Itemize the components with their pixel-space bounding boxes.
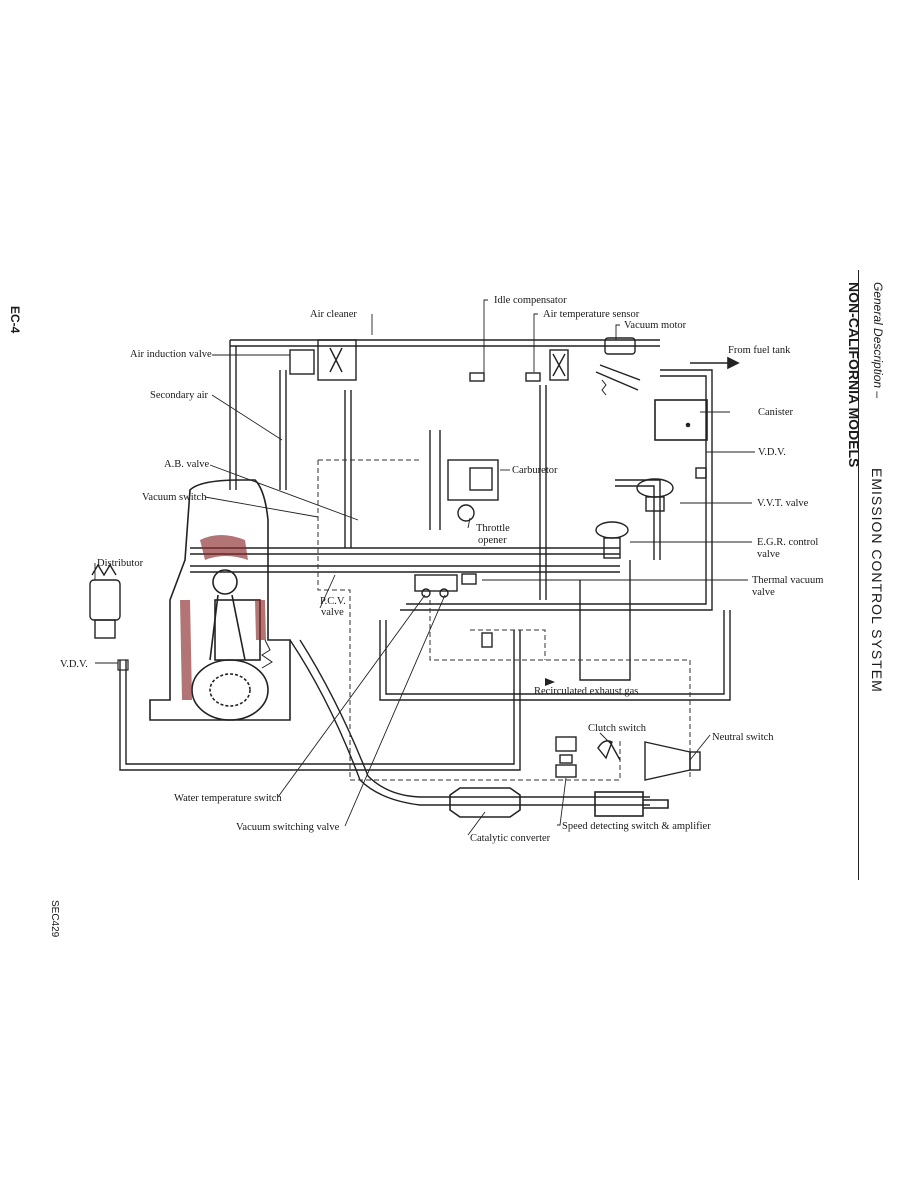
air-temp-sensor-component [469, 349, 569, 382]
exhaust-pipe [289, 639, 650, 806]
vacuum-motor-component [595, 337, 641, 396]
label-egr-control-valve-1: E.G.R. control [757, 537, 818, 548]
wire-dashed-3 [470, 629, 546, 660]
vdv-left-component [117, 659, 129, 671]
header-title: EMISSION CONTROL SYSTEM [869, 468, 885, 693]
label-throttle-opener-1: Throttle [476, 523, 510, 534]
clutch-switch-component [597, 740, 621, 761]
speed-switch-component [555, 736, 577, 778]
label-idle-compensator: Idle compensator [494, 295, 567, 306]
catalytic-converter-component [449, 787, 521, 818]
wire-dashed-1 [317, 459, 621, 781]
label-vdv-left: V.D.V. [60, 659, 88, 670]
distributor-component [89, 563, 121, 639]
label-canister: Canister [758, 407, 793, 418]
label-vacuum-motor: Vacuum motor [624, 320, 687, 331]
carburetor-component [429, 430, 499, 530]
label-vacuum-switching-valve: Vacuum switching valve [236, 822, 340, 833]
hose-top [230, 339, 660, 347]
header-description: General Description – [871, 282, 885, 399]
engine-cutaway-shading [180, 535, 266, 700]
label-secondary-air: Secondary air [150, 390, 209, 401]
recirculated-arrow [545, 678, 555, 686]
hose-right-canister [400, 369, 713, 611]
label-recirculated-exhaust-gas: Recirculated exhaust gas [534, 686, 638, 697]
label-thermal-vacuum-valve-1: Thermal vacuum [752, 575, 823, 586]
vvt-valve-component [636, 467, 707, 512]
canister-component [654, 399, 708, 441]
label-pcv-valve-2: valve [321, 607, 344, 618]
label-neutral-switch: Neutral switch [712, 732, 774, 743]
figure-code: SEC429 [49, 900, 60, 938]
egr-valve-component [595, 521, 629, 559]
label-vacuum-switch: Vacuum switch [142, 492, 207, 503]
label-carburetor: Carburetor [512, 465, 558, 476]
label-throttle-opener-2: opener [478, 535, 507, 546]
label-thermal-vacuum-valve-2: valve [752, 587, 775, 598]
hose-mid-horizontal [190, 547, 620, 555]
label-egr-control-valve-2: valve [757, 549, 780, 560]
label-speed-detecting-switch: Speed detecting switch & amplifier [562, 821, 711, 832]
label-distributor: Distributor [97, 558, 144, 569]
label-vvt-valve: V.V.T. valve [757, 498, 809, 509]
label-from-fuel-tank: From fuel tank [728, 345, 791, 356]
vacuum-switching-valve-component [414, 573, 493, 648]
label-vdv-top: V.D.V. [758, 447, 786, 458]
label-pcv-valve-1: P.C.V. [320, 596, 346, 607]
engine-block [149, 479, 291, 721]
label-air-induction-valve: Air induction valve [130, 349, 212, 360]
label-ab-valve: A.B. valve [164, 459, 210, 470]
hose-bottom-loop [379, 610, 731, 701]
hose-carb-riser [344, 390, 352, 548]
hose-lower-right [579, 560, 631, 681]
header-subtitle: NON-CALIFORNIA MODELS [846, 282, 862, 468]
fuel-arrow [690, 356, 740, 370]
neutral-switch-component [644, 741, 701, 781]
leader-lines [94, 299, 755, 836]
air-cleaner-component [289, 339, 357, 381]
label-clutch-switch: Clutch switch [588, 723, 647, 734]
hose-mid-horizontal-2 [190, 565, 620, 573]
hose-left-vertical [229, 340, 237, 490]
page-number: EC-4 [8, 306, 22, 334]
header-rule [858, 270, 859, 880]
label-air-temperature-sensor: Air temperature sensor [543, 309, 640, 320]
label-air-cleaner: Air cleaner [310, 309, 357, 320]
hose-secondary-air [279, 370, 287, 490]
label-water-temperature-switch: Water temperature switch [174, 793, 282, 804]
muffler-component [594, 791, 669, 817]
label-catalytic-converter: Catalytic converter [470, 833, 551, 844]
wire-dashed-2 [429, 600, 691, 780]
hose-riser-2 [539, 385, 547, 600]
hose-egr [615, 479, 661, 560]
